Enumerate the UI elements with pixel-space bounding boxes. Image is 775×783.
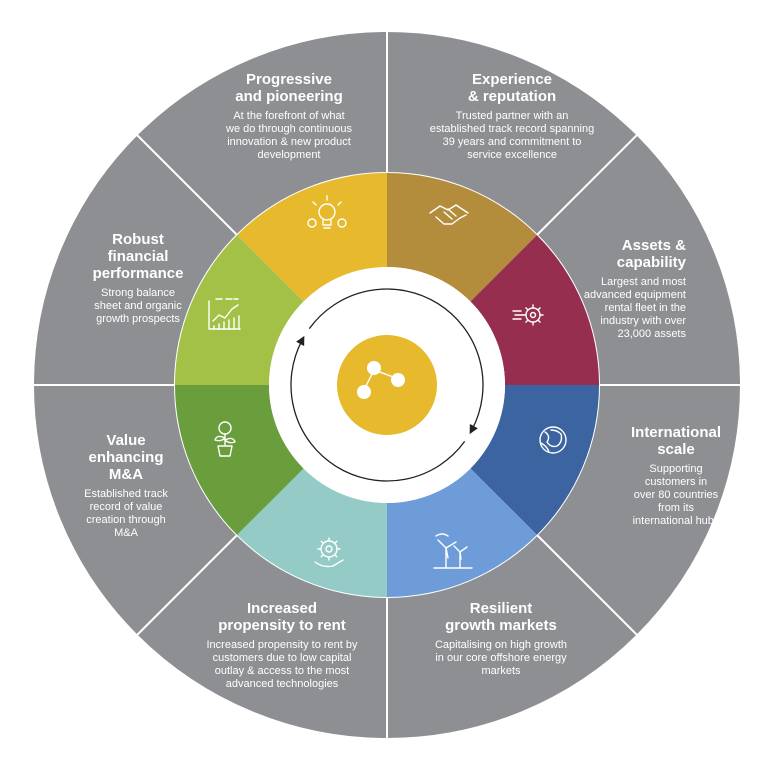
handshake-icon <box>429 204 469 225</box>
inner-segment-resilient <box>387 468 537 597</box>
gear-hand-icon <box>512 304 544 326</box>
segment-icons <box>208 195 567 569</box>
segment-title-assets: Assets &capability <box>617 237 687 271</box>
growth-chart-icon <box>208 298 241 330</box>
cycle-arrows <box>290 288 484 482</box>
money-plant-icon <box>214 421 236 457</box>
inner-segment-propensity <box>237 468 387 597</box>
globe-icon <box>539 426 567 454</box>
center-hub <box>337 335 437 435</box>
cycle-arrow-top <box>308 288 484 435</box>
segment-title-experience: Experience& reputation <box>468 71 556 105</box>
inner-colored-ring <box>175 173 599 597</box>
inner-segment-assets <box>470 235 599 385</box>
outer-ring <box>31 29 743 741</box>
inner-segment-ma <box>175 385 304 535</box>
inner-segment-experience <box>387 173 537 302</box>
inner-segment-international <box>470 385 599 535</box>
wind-turbine-icon <box>433 533 473 569</box>
lightbulb-gears-icon <box>307 195 347 229</box>
inner-segment-progressive <box>237 173 387 302</box>
gear-in-hand-icon <box>314 537 344 568</box>
inner-segment-financial <box>175 235 304 385</box>
share-network-icon <box>357 361 405 399</box>
cycle-arrow-bottom <box>290 335 466 482</box>
